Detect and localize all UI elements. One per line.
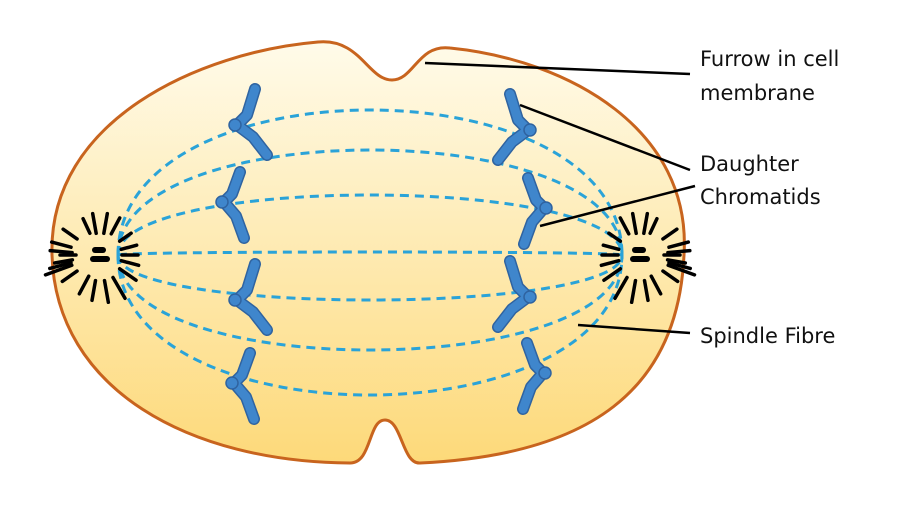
furrow-label-line2: membrane: [700, 81, 815, 105]
spindle-fibre: [116, 254, 624, 352]
aster-ray: [648, 216, 659, 235]
daughter-chromatid: [228, 258, 273, 336]
centromere: [228, 118, 242, 132]
aster-ray: [102, 211, 110, 236]
aster-ray: [629, 278, 638, 305]
aster-ray: [607, 231, 623, 243]
centromere: [523, 123, 537, 137]
spindle-leader-line: [577, 323, 691, 335]
aster-ray: [49, 240, 73, 249]
aster-ray: [599, 258, 621, 268]
centromere: [215, 195, 229, 209]
aster-ray: [90, 278, 98, 303]
centromere: [538, 366, 552, 380]
aster-ray: [109, 216, 122, 236]
aster-ray: [81, 216, 92, 235]
daughter-chromatid: [228, 83, 273, 161]
daughter-chromatid: [517, 337, 552, 415]
chromatids-label-line2: Chromatids: [700, 185, 821, 209]
aster-ray: [666, 263, 697, 277]
aster-ray: [117, 231, 133, 243]
aster-ray: [60, 269, 79, 284]
daughter-chromatid: [215, 166, 250, 244]
aster-ray: [52, 258, 75, 265]
aster-ray: [642, 278, 650, 303]
centrosome: [599, 211, 697, 305]
chromatid-leader-line-2: [539, 184, 696, 228]
aster-ray: [649, 274, 663, 296]
aster-ray: [661, 269, 680, 284]
aster-ray: [117, 267, 138, 282]
daughter-chromatid: [518, 172, 553, 250]
aster-ray: [602, 267, 623, 282]
aster-ray: [666, 248, 692, 255]
aster-ray: [90, 211, 98, 236]
spindle-fibre-label: Spindle Fibre: [700, 324, 835, 348]
centromere: [225, 376, 239, 390]
aster-ray: [77, 274, 91, 296]
aster-ray: [618, 216, 631, 236]
spindle-fibre: [116, 254, 624, 397]
aster-ray: [630, 211, 638, 236]
aster-ray: [642, 211, 650, 236]
aster-ray: [601, 243, 621, 252]
centromere: [523, 290, 537, 304]
aster-ray: [48, 261, 73, 271]
aster-ray: [48, 248, 74, 255]
aster-ray: [119, 258, 141, 268]
centrosome: [43, 211, 141, 305]
daughter-chromatid: [225, 347, 260, 425]
aster-ray: [667, 240, 691, 249]
aster-ray: [43, 263, 74, 277]
furrow-label-line1: Furrow in cell: [700, 47, 839, 71]
aster-ray: [119, 243, 139, 252]
daughter-chromatids: [215, 83, 553, 425]
aster-ray: [61, 227, 79, 241]
aster-ray: [661, 227, 679, 241]
spindle-fibre: [116, 193, 624, 256]
centromere: [228, 293, 242, 307]
spindle-fibre: [116, 108, 624, 256]
daughter-chromatid: [492, 255, 537, 333]
daughter-chromatid: [492, 88, 537, 166]
spindle-fibre: [116, 254, 624, 302]
furrow-leader-line: [424, 61, 691, 76]
chromatid-leader-line-1: [519, 103, 691, 172]
centrosomes: [43, 211, 697, 305]
aster-ray: [613, 275, 629, 301]
chromatids-label-line1: Daughter: [700, 152, 799, 176]
centromere: [539, 201, 553, 215]
aster-ray: [102, 278, 111, 305]
spindle-fibre: [116, 148, 624, 256]
spindle-fibres: [116, 108, 624, 397]
aster-ray: [667, 261, 692, 271]
aster-ray: [111, 275, 127, 301]
aster-ray: [665, 258, 688, 265]
